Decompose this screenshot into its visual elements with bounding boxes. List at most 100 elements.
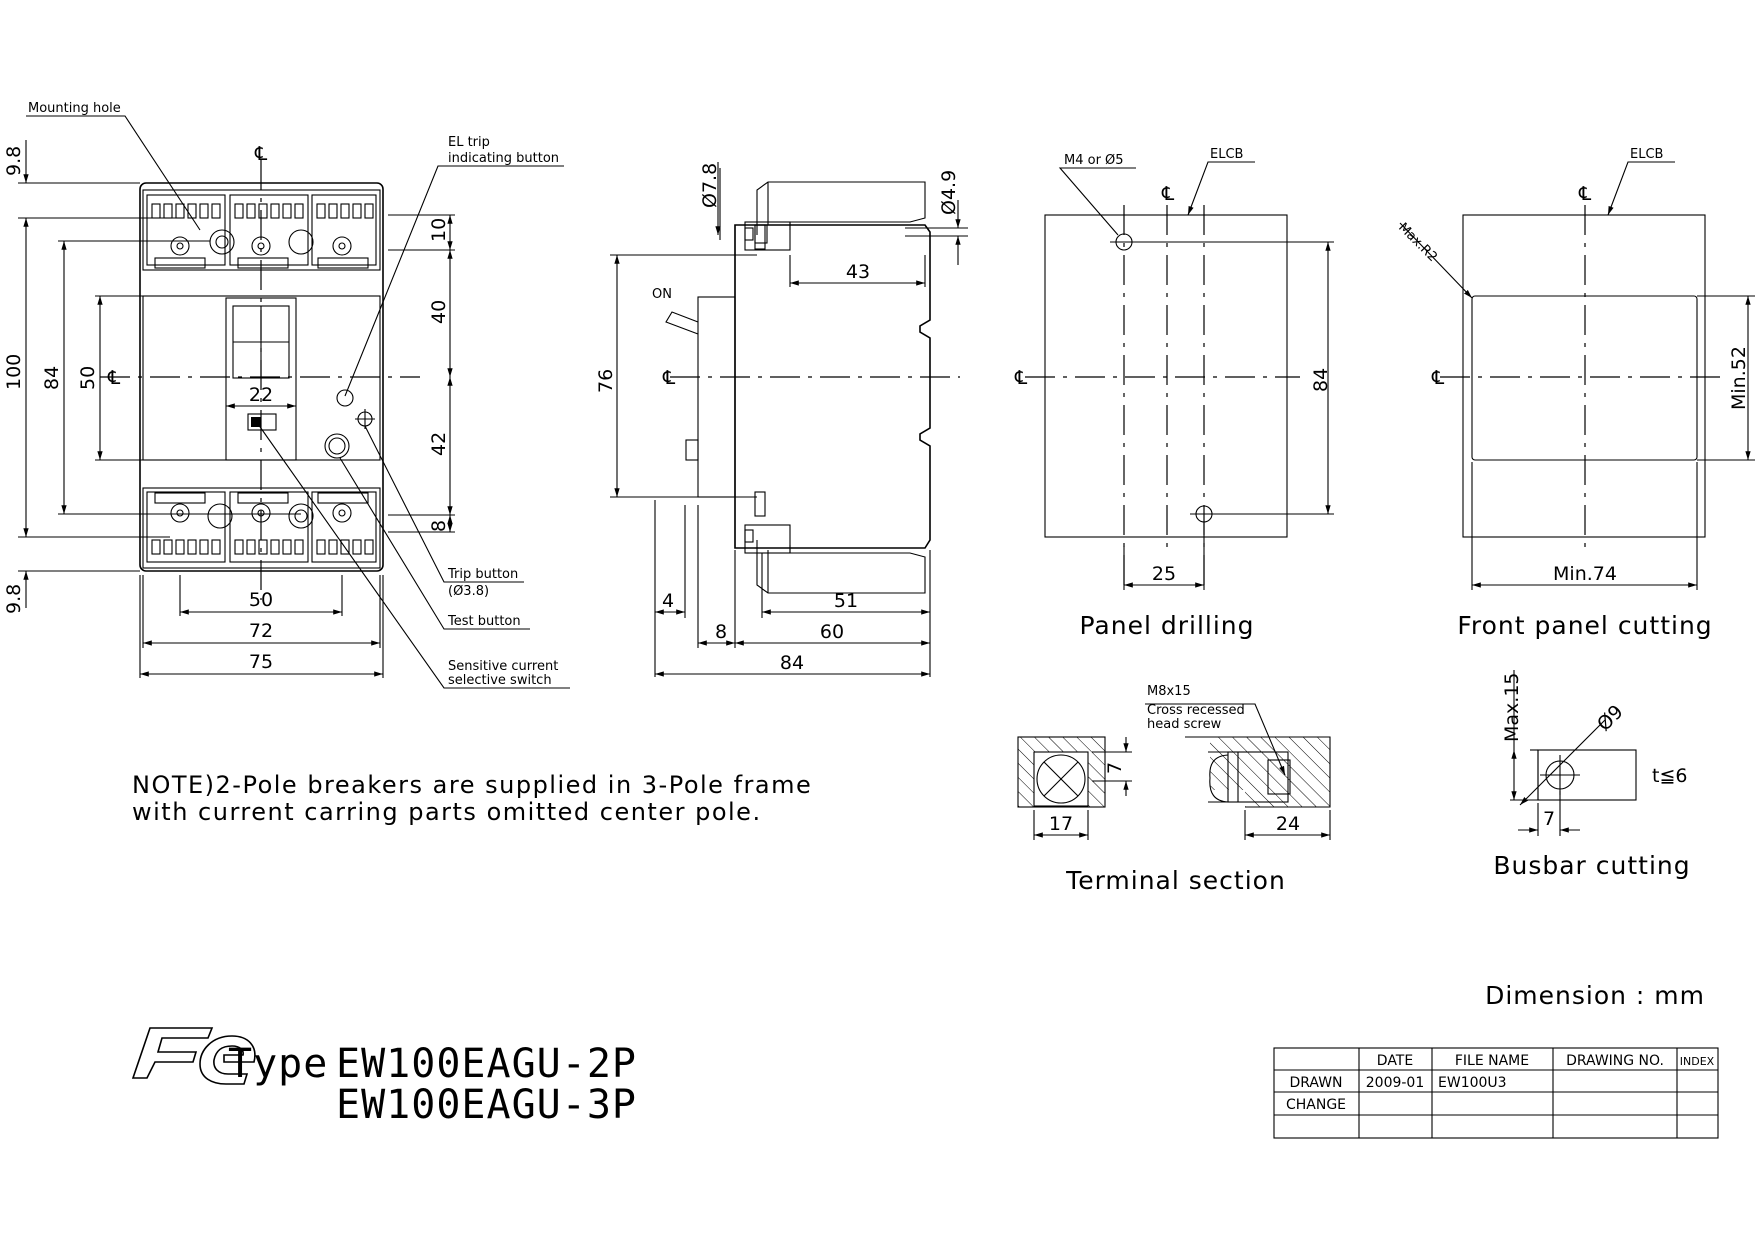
terminal-screw-body xyxy=(1227,751,1289,803)
centerline-symbol-left: ℄ xyxy=(107,367,121,389)
caption-busbar-cutting: Busbar cutting xyxy=(1493,851,1690,880)
title-block: DATE FILE NAME DRAWING NO. INDEX DRAWN 2… xyxy=(1273,1047,1719,1139)
row-drawn-date: 2009-01 xyxy=(1366,1075,1425,1091)
side-centerline-symbol: ℄ xyxy=(662,367,676,389)
dim-75: 75 xyxy=(249,651,273,673)
label-elcb-cutting: ELCB xyxy=(1630,147,1663,162)
cross-recessed-head-screw xyxy=(1209,754,1229,803)
front-panel-centerline-symbol: ℄ xyxy=(1578,183,1592,205)
header-drawing-no: DRAWING NO. xyxy=(1566,1053,1664,1069)
dim-84-panel: 84 xyxy=(1310,368,1332,392)
bottom-terminal-block xyxy=(142,487,381,569)
label-on: ON xyxy=(652,287,672,302)
label-sensitive-1: Sensitive current xyxy=(448,659,558,674)
model-3p: EW100EAGU-3P xyxy=(336,1082,637,1128)
dim-7-busbar: 7 xyxy=(1543,808,1555,830)
label-m8x15: M8x15 xyxy=(1147,684,1191,699)
dim-100: 100 xyxy=(3,354,25,390)
panel-drilling-centerline-symbol-left: ℄ xyxy=(1014,367,1028,389)
dim-7-terminal: 7 xyxy=(1104,762,1126,774)
test-button-leader xyxy=(339,457,530,630)
front-panel-centerline-symbol-left: ℄ xyxy=(1431,367,1445,389)
panel-outline xyxy=(1462,214,1706,538)
side-top-terminal xyxy=(756,181,926,235)
dim-17: 17 xyxy=(1049,813,1073,835)
dim-min-52: Min.52 xyxy=(1728,346,1750,410)
label-trip-button: Trip button xyxy=(447,567,518,582)
row-change-label: CHANGE xyxy=(1286,1097,1346,1113)
busbar-cutting-view: Max.15 Ø9 t≦6 7 Busbar cutting xyxy=(1493,670,1690,880)
sensitive-switch-leader xyxy=(257,423,570,689)
dim-8: 8 xyxy=(428,520,450,532)
dim-22: 22 xyxy=(249,384,273,406)
label-dia-9: Ø9 xyxy=(1593,701,1628,736)
label-max-15: Max.15 xyxy=(1501,673,1523,743)
terminal-socket xyxy=(1033,751,1089,807)
dim-8-side: 8 xyxy=(715,621,727,643)
side-cover xyxy=(697,296,736,498)
dim-84-side: 84 xyxy=(780,652,804,674)
note-line-1: NOTE)2-Pole breakers are supplied in 3-P… xyxy=(132,771,812,799)
label-el-trip-2: indicating button xyxy=(448,151,559,166)
front-view: ℄ ℄ xyxy=(3,101,570,689)
mounting-hole-top xyxy=(209,229,235,255)
dim-9-8-top: 9.8 xyxy=(3,146,25,176)
dim-25: 25 xyxy=(1152,563,1176,585)
dim-50-bottom: 50 xyxy=(249,589,273,611)
header-file-name: FILE NAME xyxy=(1455,1053,1529,1069)
label-mounting-hole: Mounting hole xyxy=(28,101,121,116)
dim-43: 43 xyxy=(846,261,870,283)
side-body-outline xyxy=(734,224,931,549)
mounting-hole-leader xyxy=(26,115,201,231)
panel-drilling-centerline-symbol: ℄ xyxy=(1161,183,1175,205)
label-cross-recessed-1: Cross recessed xyxy=(1147,703,1245,718)
dim-dia-4-9: Ø4.9 xyxy=(938,170,960,215)
caption-panel-drilling: Panel drilling xyxy=(1079,611,1254,640)
dim-10: 10 xyxy=(428,218,450,242)
label-max-r2: Max.R2 xyxy=(1395,220,1440,265)
trip-button-leader xyxy=(364,425,524,583)
centerline-symbol-top: ℄ xyxy=(254,143,268,165)
side-view: ℄ ON Ø7.8 Ø4.9 43 76 xyxy=(595,162,968,677)
panel-drilling-view: ℄ ℄ M4 or Ø5 ELCB 84 25 Panel drilling xyxy=(1014,147,1334,640)
label-elcb-drilling: ELCB xyxy=(1210,147,1243,162)
note-line-2: with current carring parts omitted cente… xyxy=(132,798,762,826)
label-trip-button-dia: (Ø3.8) xyxy=(448,584,489,599)
model-2p: EW100EAGU-2P xyxy=(336,1041,637,1087)
label-m4-or-5: M4 or Ø5 xyxy=(1064,153,1124,168)
label-cross-recessed-2: head screw xyxy=(1147,717,1222,732)
side-bottom-terminal xyxy=(756,540,926,594)
caption-terminal-section: Terminal section xyxy=(1065,866,1286,895)
type-label: Type xyxy=(228,1041,328,1087)
dim-24: 24 xyxy=(1276,813,1300,835)
dim-76: 76 xyxy=(595,369,617,393)
header-date: DATE xyxy=(1377,1053,1413,1069)
dim-4: 4 xyxy=(662,590,674,612)
dim-40: 40 xyxy=(428,300,450,324)
dim-9-8-bottom: 9.8 xyxy=(3,584,25,614)
label-test-button: Test button xyxy=(447,614,521,629)
side-handle xyxy=(665,311,699,335)
row-drawn-label: DRAWN xyxy=(1289,1075,1342,1091)
caption-front-panel-cutting: Front panel cutting xyxy=(1457,611,1712,640)
dim-84: 84 xyxy=(41,366,63,390)
dim-dia-7-8: Ø7.8 xyxy=(699,163,721,208)
panel-drilling-outline xyxy=(1044,214,1288,538)
dim-51: 51 xyxy=(834,590,858,612)
front-panel-cutting-view: ℄ ℄ ELCB Max.R2 Min.52 Min.74 Front pane… xyxy=(1395,147,1755,640)
fe-logo xyxy=(131,1027,256,1085)
test-button xyxy=(324,433,350,459)
dim-min-74: Min.74 xyxy=(1553,563,1617,585)
label-t-le-6: t≦6 xyxy=(1652,765,1687,787)
header-index: INDEX xyxy=(1680,1055,1715,1068)
dim-42: 42 xyxy=(428,432,450,456)
dim-60: 60 xyxy=(820,621,844,643)
el-trip-indicating-button xyxy=(336,389,354,407)
label-el-trip-1: EL trip xyxy=(448,135,490,150)
row-drawn-file: EW100U3 xyxy=(1438,1075,1507,1091)
label-sensitive-2: selective switch xyxy=(448,673,552,688)
dimension-unit: Dimension : mm xyxy=(1485,981,1705,1010)
dim-50: 50 xyxy=(77,366,99,390)
el-trip-leader xyxy=(344,165,564,397)
